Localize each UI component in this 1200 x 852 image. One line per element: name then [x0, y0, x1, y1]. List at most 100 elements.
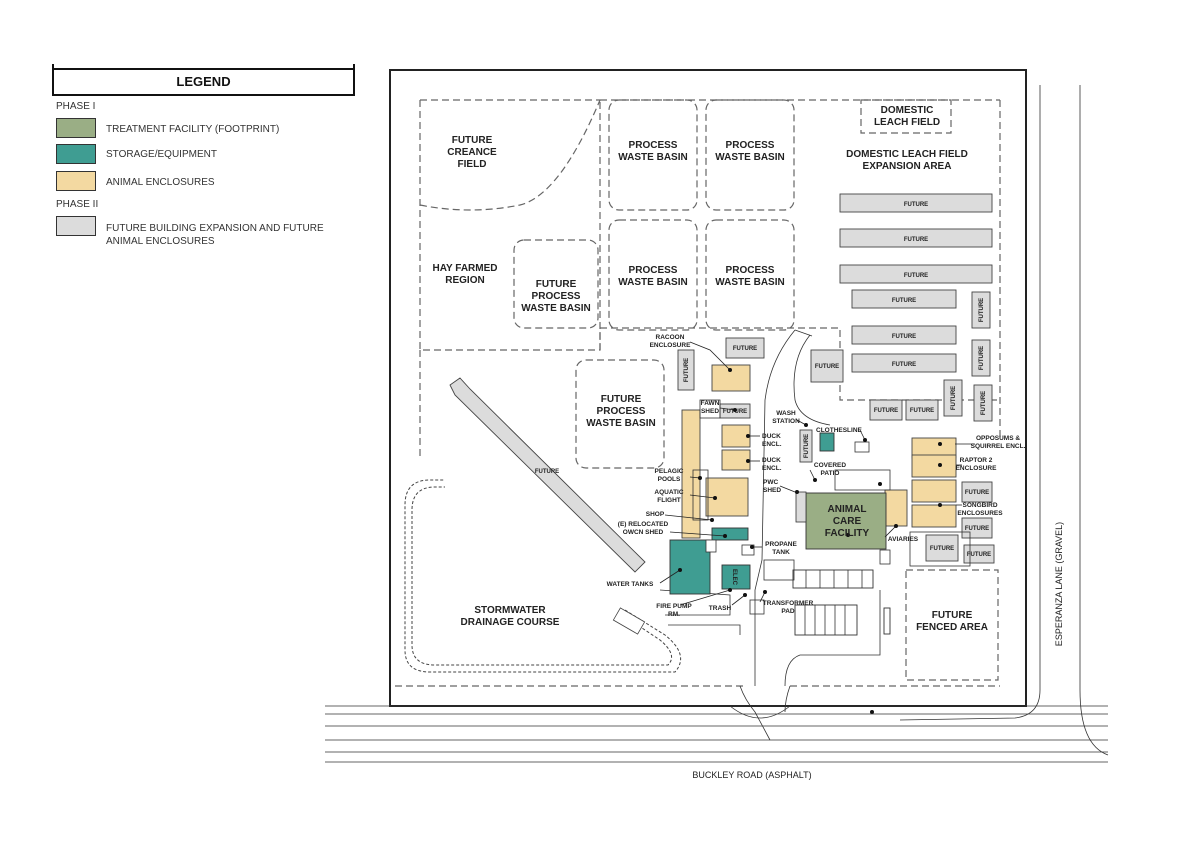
label-line: DOMESTIC LEACH FIELD	[846, 149, 968, 160]
legend-swatch-storage	[56, 144, 96, 164]
water-tanks-label: WATER TANKS	[607, 581, 654, 588]
label-line: TRASH	[709, 605, 732, 612]
svg-text:FUTURE: FUTURE	[951, 386, 957, 410]
legend: LEGEND PHASE I TREATMENT FACILITY (FOOTP…	[52, 64, 357, 258]
label-line: ENCLOSURE	[956, 465, 997, 472]
svg-text:FUTURE: FUTURE	[979, 346, 985, 370]
svg-text:FUTURE: FUTURE	[804, 434, 810, 458]
label-line: (E) RELOCATED	[618, 521, 669, 528]
label-line: CREANCE	[447, 147, 497, 158]
legend-label-storage: STORAGE/EQUIPMENT	[106, 149, 217, 160]
svg-text:FUTURE: FUTURE	[979, 298, 985, 322]
clothesline-label: CLOTHESLINE	[816, 427, 863, 434]
label-line: FENCED AREA	[916, 622, 988, 633]
label-line: TANK	[772, 549, 790, 556]
buckley-road-label: BUCKLEY ROAD (ASPHALT)	[692, 770, 811, 780]
label-line: PROCESS	[597, 406, 646, 417]
label-line: FUTURE	[601, 394, 642, 405]
label-line: EXPANSION AREA	[863, 161, 952, 172]
elec-label: ELEC	[731, 569, 737, 586]
animal-enclosures	[681, 364, 957, 539]
facility-outlines	[692, 399, 971, 615]
label-line: FLIGHT	[657, 497, 680, 504]
legend-title-box: LEGEND	[52, 64, 355, 96]
legend-label-future: FUTURE BUILDING EXPANSION AND FUTURE ANI…	[106, 223, 324, 247]
legend-label-treatment: TREATMENT FACILITY (FOOTPRINT)	[106, 124, 280, 135]
label-line: ANIMAL	[828, 504, 867, 515]
legend-phase-2: PHASE II	[56, 199, 99, 210]
svg-text:FUTURE: FUTURE	[910, 408, 934, 414]
legend-title: LEGEND	[176, 74, 231, 89]
label-line: PROCESS	[726, 140, 775, 151]
esperanza-lane	[899, 85, 1109, 756]
label-line: WATER TANKS	[607, 581, 654, 588]
label-line: OWCN SHED	[623, 529, 664, 536]
label-line: WASTE BASIN	[715, 152, 784, 163]
label-line: WASTE BASIN	[618, 152, 687, 163]
label-line: RACOON	[656, 334, 685, 341]
label-line: OPPOSUMS &	[976, 435, 1020, 442]
legend-label-enclosures: ANIMAL ENCLOSURES	[106, 177, 215, 188]
label-line: PROPANE	[765, 541, 797, 548]
access-road	[659, 329, 881, 741]
label-line: DUCK	[762, 457, 781, 464]
label-line: SHED	[701, 408, 719, 415]
label-line: SHED	[763, 487, 781, 494]
label-line: ENCLOSURES	[957, 510, 1003, 517]
opposums-squirrel-label: OPPOSUMS &SQUIRREL ENCL.	[971, 435, 1026, 450]
storage-equipment	[669, 432, 835, 595]
label-line: SHOP	[646, 511, 665, 518]
svg-text:FUTURE: FUTURE	[965, 490, 989, 496]
label-line: ENCL.	[762, 465, 782, 472]
label-line: PWC	[763, 479, 778, 486]
label-line: WASTE BASIN	[586, 418, 655, 429]
future-long-building	[449, 377, 646, 573]
label-line: RM.	[668, 611, 680, 618]
label-line: WASH	[776, 410, 796, 417]
label-line: FIRE PUMP	[656, 603, 692, 610]
label-line: DUCK	[762, 433, 781, 440]
label-line: AQUATIC	[654, 489, 683, 496]
leader-lines	[659, 341, 975, 606]
label-line: PROCESS	[629, 265, 678, 276]
label-line: STATION	[772, 418, 800, 425]
field-boundaries	[395, 99, 1001, 687]
legend-swatch-enclosures	[56, 171, 96, 191]
label-line: SQUIRREL ENCL.	[971, 443, 1026, 450]
label-line: PATIO	[821, 470, 840, 477]
svg-text:FUTURE: FUTURE	[965, 526, 989, 532]
svg-text:FUTURE: FUTURE	[892, 298, 916, 304]
svg-text:FUTURE: FUTURE	[930, 546, 954, 552]
label-line: FACILITY	[825, 528, 870, 539]
trash-label: TRASH	[709, 605, 732, 612]
stormwater-drainage-course	[404, 479, 682, 673]
label-line: FUTURE	[932, 610, 973, 621]
svg-text:FUTURE: FUTURE	[892, 362, 916, 368]
svg-text:FUTURE: FUTURE	[874, 408, 898, 414]
svg-text:FUTURE: FUTURE	[684, 358, 690, 382]
